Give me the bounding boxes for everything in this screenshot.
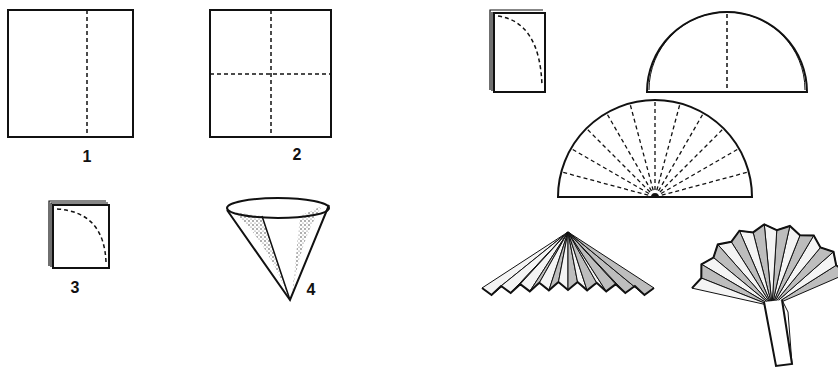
pleat bbox=[501, 232, 568, 293]
figure-number: 3 bbox=[71, 280, 80, 296]
pleat bbox=[692, 278, 772, 306]
pleat bbox=[558, 232, 568, 290]
pleat bbox=[568, 232, 635, 293]
folded-square bbox=[49, 201, 109, 268]
fold-line bbox=[563, 172, 655, 197]
fold-line bbox=[654, 102, 655, 197]
semicircle-napkin bbox=[647, 12, 807, 92]
fold-line bbox=[573, 150, 655, 198]
cone bbox=[227, 198, 329, 300]
square-napkin-quartered bbox=[210, 10, 331, 137]
folded-square bbox=[490, 10, 545, 92]
fan-with-stem bbox=[692, 224, 838, 366]
fold-line bbox=[655, 172, 747, 197]
fold-line bbox=[655, 105, 680, 197]
pleated-fan bbox=[482, 232, 654, 295]
fold-line bbox=[655, 115, 703, 197]
semicircle-pleat-lines bbox=[558, 100, 752, 197]
fan-edge bbox=[482, 282, 654, 295]
square-napkin bbox=[8, 10, 133, 137]
fan-edge bbox=[692, 224, 838, 288]
figure-number: 2 bbox=[293, 147, 302, 163]
figure-number: 4 bbox=[307, 282, 316, 298]
figure-number: 1 bbox=[83, 149, 92, 165]
pleat bbox=[539, 232, 568, 290]
fold-line bbox=[630, 105, 655, 197]
pleat bbox=[492, 232, 568, 295]
pleat bbox=[530, 232, 568, 291]
pleat bbox=[520, 232, 568, 291]
